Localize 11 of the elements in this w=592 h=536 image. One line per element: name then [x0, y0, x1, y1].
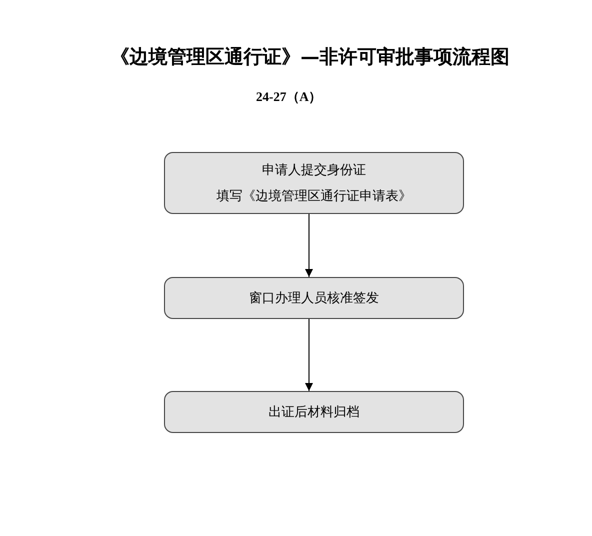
- title: 《边境管理区通行证》—非许可审批事项流程图: [110, 45, 510, 70]
- arrow: [305, 318, 313, 392]
- step-text: 窗口办理人员核准签发: [249, 290, 379, 307]
- step-text: 出证后材料归档: [268, 404, 360, 421]
- document-code: 24-27（A）: [256, 88, 322, 106]
- process-box: [164, 277, 464, 319]
- process-box: [164, 152, 464, 214]
- step-text: 申请人提交身份证: [262, 162, 366, 179]
- step-text: 填写《边境管理区通行证申请表》: [216, 188, 412, 205]
- process-box: [164, 391, 464, 433]
- arrow: [305, 214, 313, 278]
